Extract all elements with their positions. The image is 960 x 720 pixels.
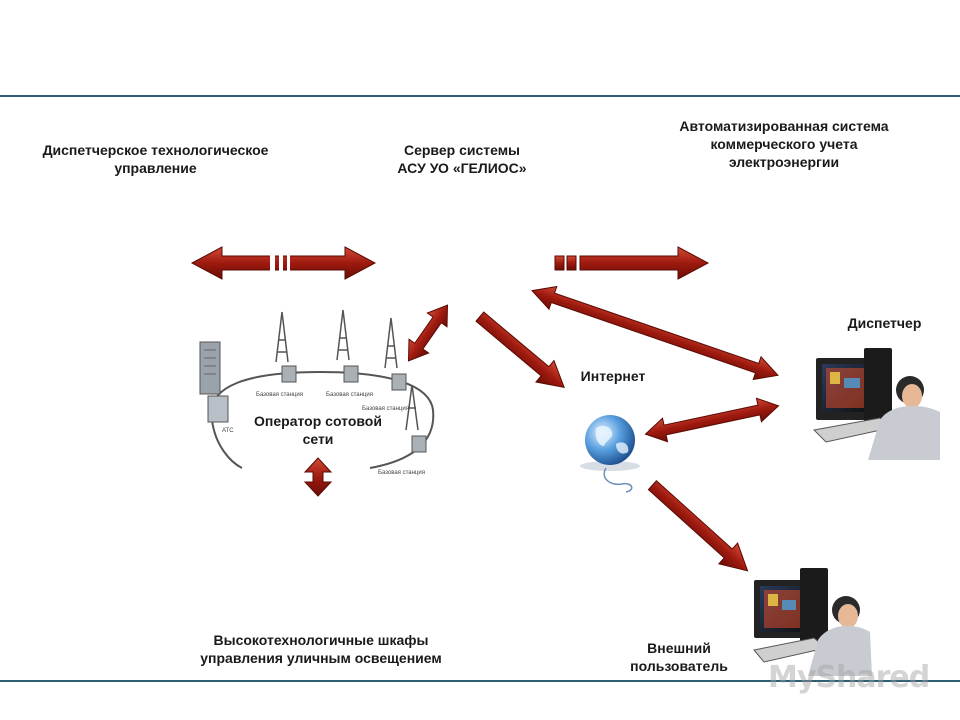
arrow-server-cell [407, 304, 449, 362]
arrow-dispatch-control [190, 246, 377, 280]
label-internet: Интернет [580, 368, 646, 384]
label-external-user: Внешний пользователь [630, 640, 728, 674]
arrow-internet-external [647, 480, 749, 572]
globe-icon [580, 415, 640, 493]
cell-network-illustration: АТС Базовая станция Базовая станция Базо… [199, 309, 435, 476]
external-user-computer-icon [753, 568, 872, 676]
label-auto-system: Автоматизированная система коммерческого… [679, 118, 889, 170]
label-dispatch-control: Диспетчерское технологическое управление [42, 142, 269, 176]
label-cabinets: Высокотехнологичные шкафы управления ули… [200, 632, 442, 666]
atc-server-icon: АТС [199, 341, 234, 434]
station-label-1: Базовая станция [256, 392, 303, 398]
label-server: Сервер системы АСУ УО «ГЕЛИОС» [397, 142, 527, 176]
tower-icon-3 [384, 317, 407, 391]
arrow-internet-dispatcher [644, 397, 780, 443]
arrow-to-auto-system [554, 246, 710, 280]
tower-icon-1 [275, 311, 297, 383]
watermark-text: MyShared [768, 660, 930, 695]
arrow-server-dispatcher [531, 285, 779, 381]
watermark: MyShared [768, 660, 930, 695]
dispatcher-computer-icon [812, 348, 940, 460]
arrow-cell-cabinets [303, 457, 333, 497]
station-label-3: Базовая станция [362, 406, 409, 412]
top-rule [0, 95, 960, 97]
tower-icon-2 [336, 309, 359, 383]
station-label-4: Базовая станция [378, 470, 425, 476]
tower-icon-4 [405, 384, 427, 453]
atc-label: АТС [222, 428, 234, 434]
label-cell-operator: Оператор сотовой сети [254, 413, 382, 447]
bottom-rule [0, 680, 960, 682]
station-label-2: Базовая станция [326, 392, 373, 398]
label-dispatcher: Диспетчер [847, 315, 922, 331]
arrow-server-internet [475, 311, 565, 389]
